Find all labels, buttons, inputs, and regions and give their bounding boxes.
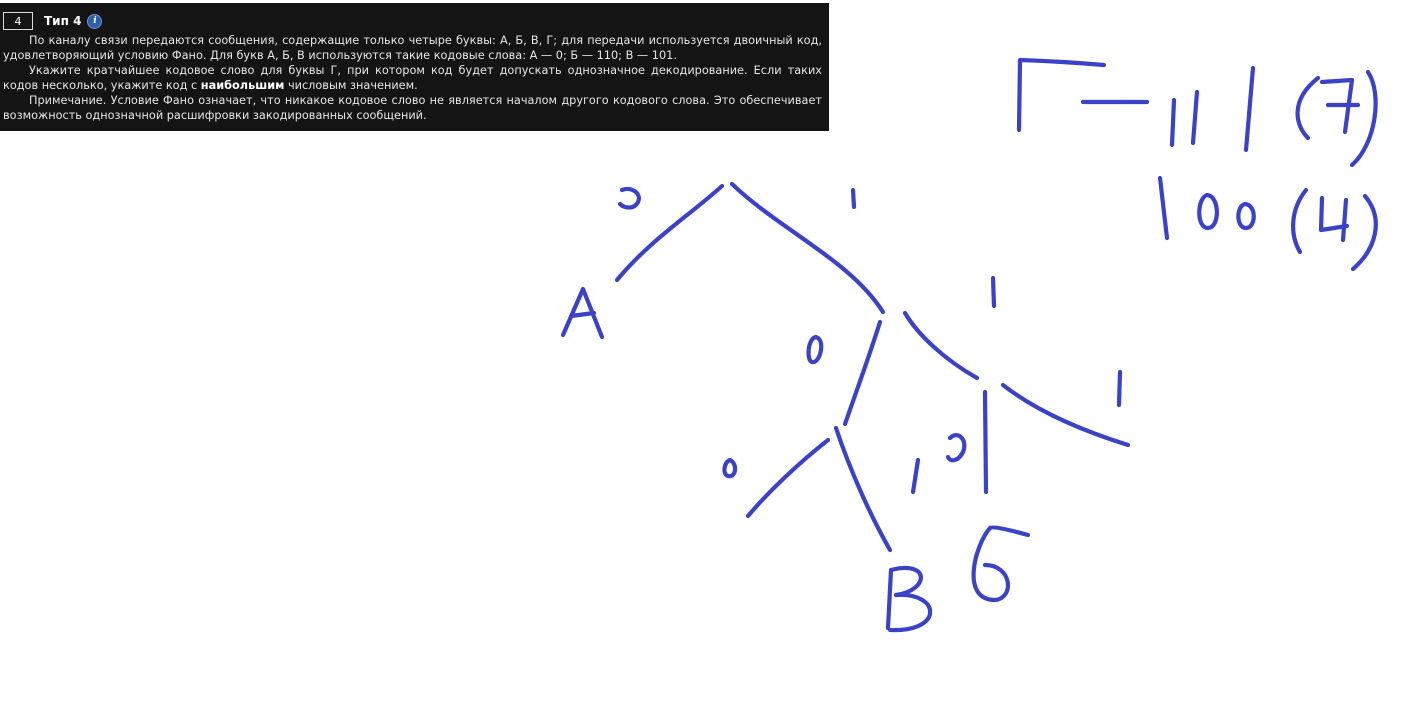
answer-paren-close-2 [1350,193,1378,272]
task-header: 4 Тип 4 i [3,11,822,31]
tree-edge-1-1 [902,310,980,381]
task-number: 4 [3,12,33,30]
answer-digit-1b [1190,89,1200,146]
answer-paren-open-2 [1291,187,1309,255]
answer-digit-4 [1318,195,1350,243]
answer-letter-g [1016,57,1107,133]
edge-label-1-root [850,187,857,210]
tree-edge-root-left [614,183,725,283]
task-text: По каналу связи передаются сообщения, со… [3,33,822,123]
edge-label-1-level2 [910,457,921,495]
info-icon[interactable]: i [87,13,103,29]
answer-digit-1a [1169,97,1177,148]
leaf-letter-b [971,525,1031,603]
task-type-label: Тип 4 [44,14,82,28]
tree-edge-1-0 [842,319,883,427]
tree-edge-root-right [729,181,886,315]
edge-label-0-level2-right [945,433,967,463]
edge-label-0-level1 [806,334,824,365]
answer-digit-7 [1319,77,1361,135]
task-paragraph-2-start: Укажите кратчайшее кодовое слово для бук… [3,64,822,92]
task-paragraph-1: По каналу связи передаются сообщения, со… [3,34,822,62]
answer-digit-1c [1243,65,1256,153]
task-paragraph-2-bold: наибольшим [200,79,285,92]
answer-paren-open-1 [1295,75,1321,141]
task-panel: 4 Тип 4 i По каналу связи передаются соо… [0,3,829,131]
edge-label-0-root [617,186,641,210]
tree-edge-10-0 [745,437,831,519]
answer-notes [1016,57,1378,272]
tree-edge-10-1 [833,425,893,553]
edge-label-0-level2 [722,457,738,479]
task-paragraph-3: Примечание. Условие Фано означает, что н… [3,94,822,122]
answer-paren-close-1 [1349,69,1378,168]
edge-label-1-level2-right [1116,369,1123,408]
answer-digit-0b [1236,201,1256,231]
answer-digit-1-line2 [1157,175,1170,241]
leaf-letter-a [560,286,605,340]
tree-edge-11-1 [1000,382,1131,448]
task-paragraph-2: Укажите кратчайшее кодовое слово для бук… [3,63,822,93]
leaf-letter-v [885,566,933,633]
tree-edge-11-0 [982,389,989,495]
answer-digit-0a [1197,192,1219,231]
edge-label-1-level1 [990,275,997,309]
code-tree-drawing [560,181,1131,633]
task-paragraph-2-end: числовым значением. [284,79,418,92]
